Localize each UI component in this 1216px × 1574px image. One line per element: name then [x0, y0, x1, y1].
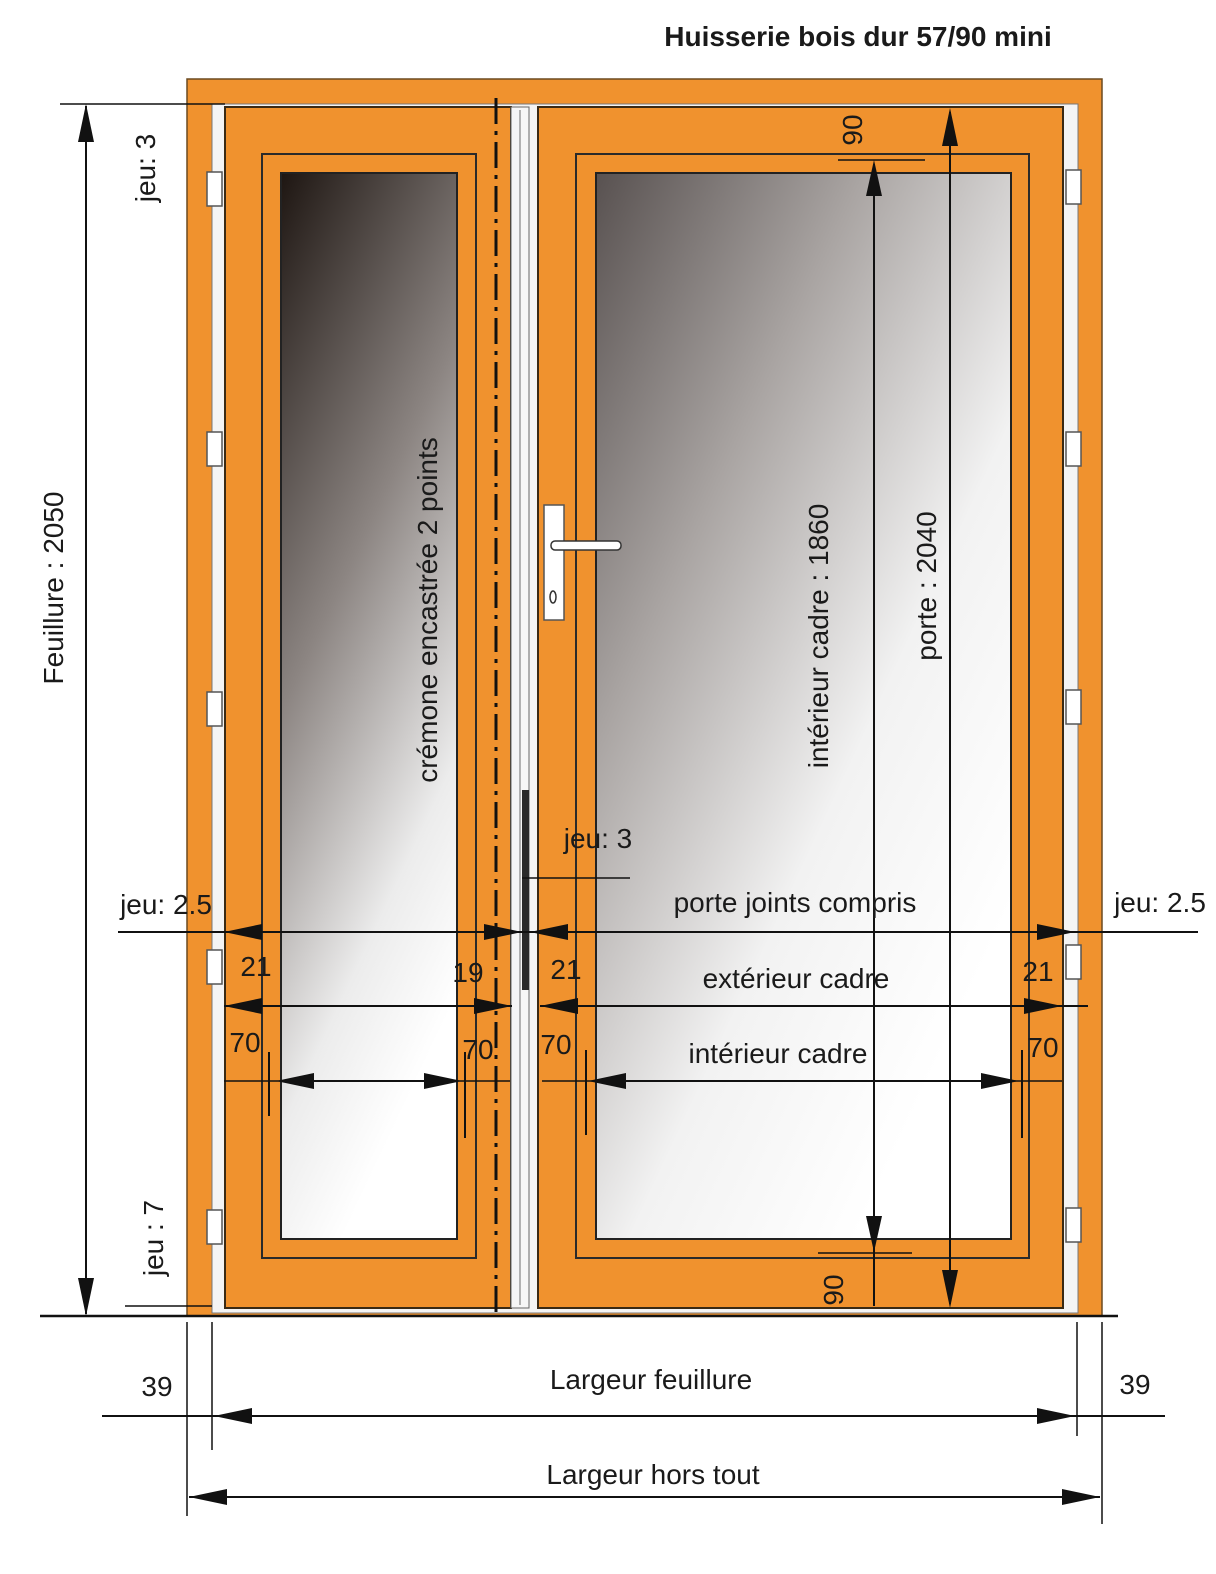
interieur-cadre-height-dimension — [818, 159, 925, 1306]
interieur-cadre-width-label: intérieur cadre — [689, 1038, 868, 1069]
jeu-top-label: jeu: 3 — [130, 134, 161, 204]
exterieur-cadre-dimension — [224, 998, 1088, 1014]
n39-right-label: 39 — [1119, 1369, 1150, 1400]
jeu-left-label: jeu: 2.5 — [119, 889, 212, 920]
n21-c-label: 21 — [1022, 956, 1053, 987]
porte-height-dimension — [942, 108, 958, 1308]
jeu-right-label: jeu: 2.5 — [1113, 887, 1206, 918]
largeur-hors-tout-dimension — [186, 1322, 1103, 1524]
cremone-label: crémone encastrée 2 points — [412, 437, 443, 783]
n70-c-label: 70 — [540, 1029, 571, 1060]
n39-left-label: 39 — [141, 1371, 172, 1402]
n21-b-label: 21 — [550, 954, 581, 985]
jeu-bottom-label: jeu : 7 — [138, 1200, 169, 1277]
n70-d-label: 70 — [1027, 1032, 1058, 1063]
right-glass — [595, 172, 1012, 1240]
largeur-hors-tout-label: Largeur hors tout — [546, 1459, 759, 1490]
n21-a-label: 21 — [240, 951, 271, 982]
porte-joints-label: porte joints compris — [674, 887, 917, 918]
n19-label: 19 — [452, 957, 483, 988]
largeur-feuillure-label: Largeur feuillure — [550, 1364, 752, 1395]
interieur-cadre-width-dimension — [224, 1050, 1062, 1138]
feuillure-height-label: Feuillure : 2050 — [38, 491, 69, 684]
diagram-title: Huisserie bois dur 57/90 mini — [664, 21, 1051, 52]
porte-joints-dimension — [118, 924, 1198, 940]
exterieur-cadre-label: extérieur cadre — [703, 963, 890, 994]
jeu-center-label: jeu: 3 — [563, 823, 633, 854]
left-glass — [280, 172, 458, 1240]
interieur-cadre-height-label: intérieur cadre : 1860 — [803, 504, 834, 769]
largeur-feuillure-dimension — [102, 1322, 1165, 1450]
n70-a-label: 70 — [229, 1027, 260, 1058]
n70-b-label: 70 — [462, 1034, 493, 1065]
top-90-label: 90 — [837, 114, 868, 145]
porte-height-label: porte : 2040 — [911, 511, 942, 660]
left-hinges — [206, 171, 223, 1245]
bottom-90-label: 90 — [818, 1274, 849, 1305]
feuillure-height-dimension — [60, 103, 225, 1316]
espagnolette-bolt — [522, 790, 529, 990]
door-handle-icon — [543, 504, 622, 621]
right-hinges — [1065, 169, 1082, 1243]
